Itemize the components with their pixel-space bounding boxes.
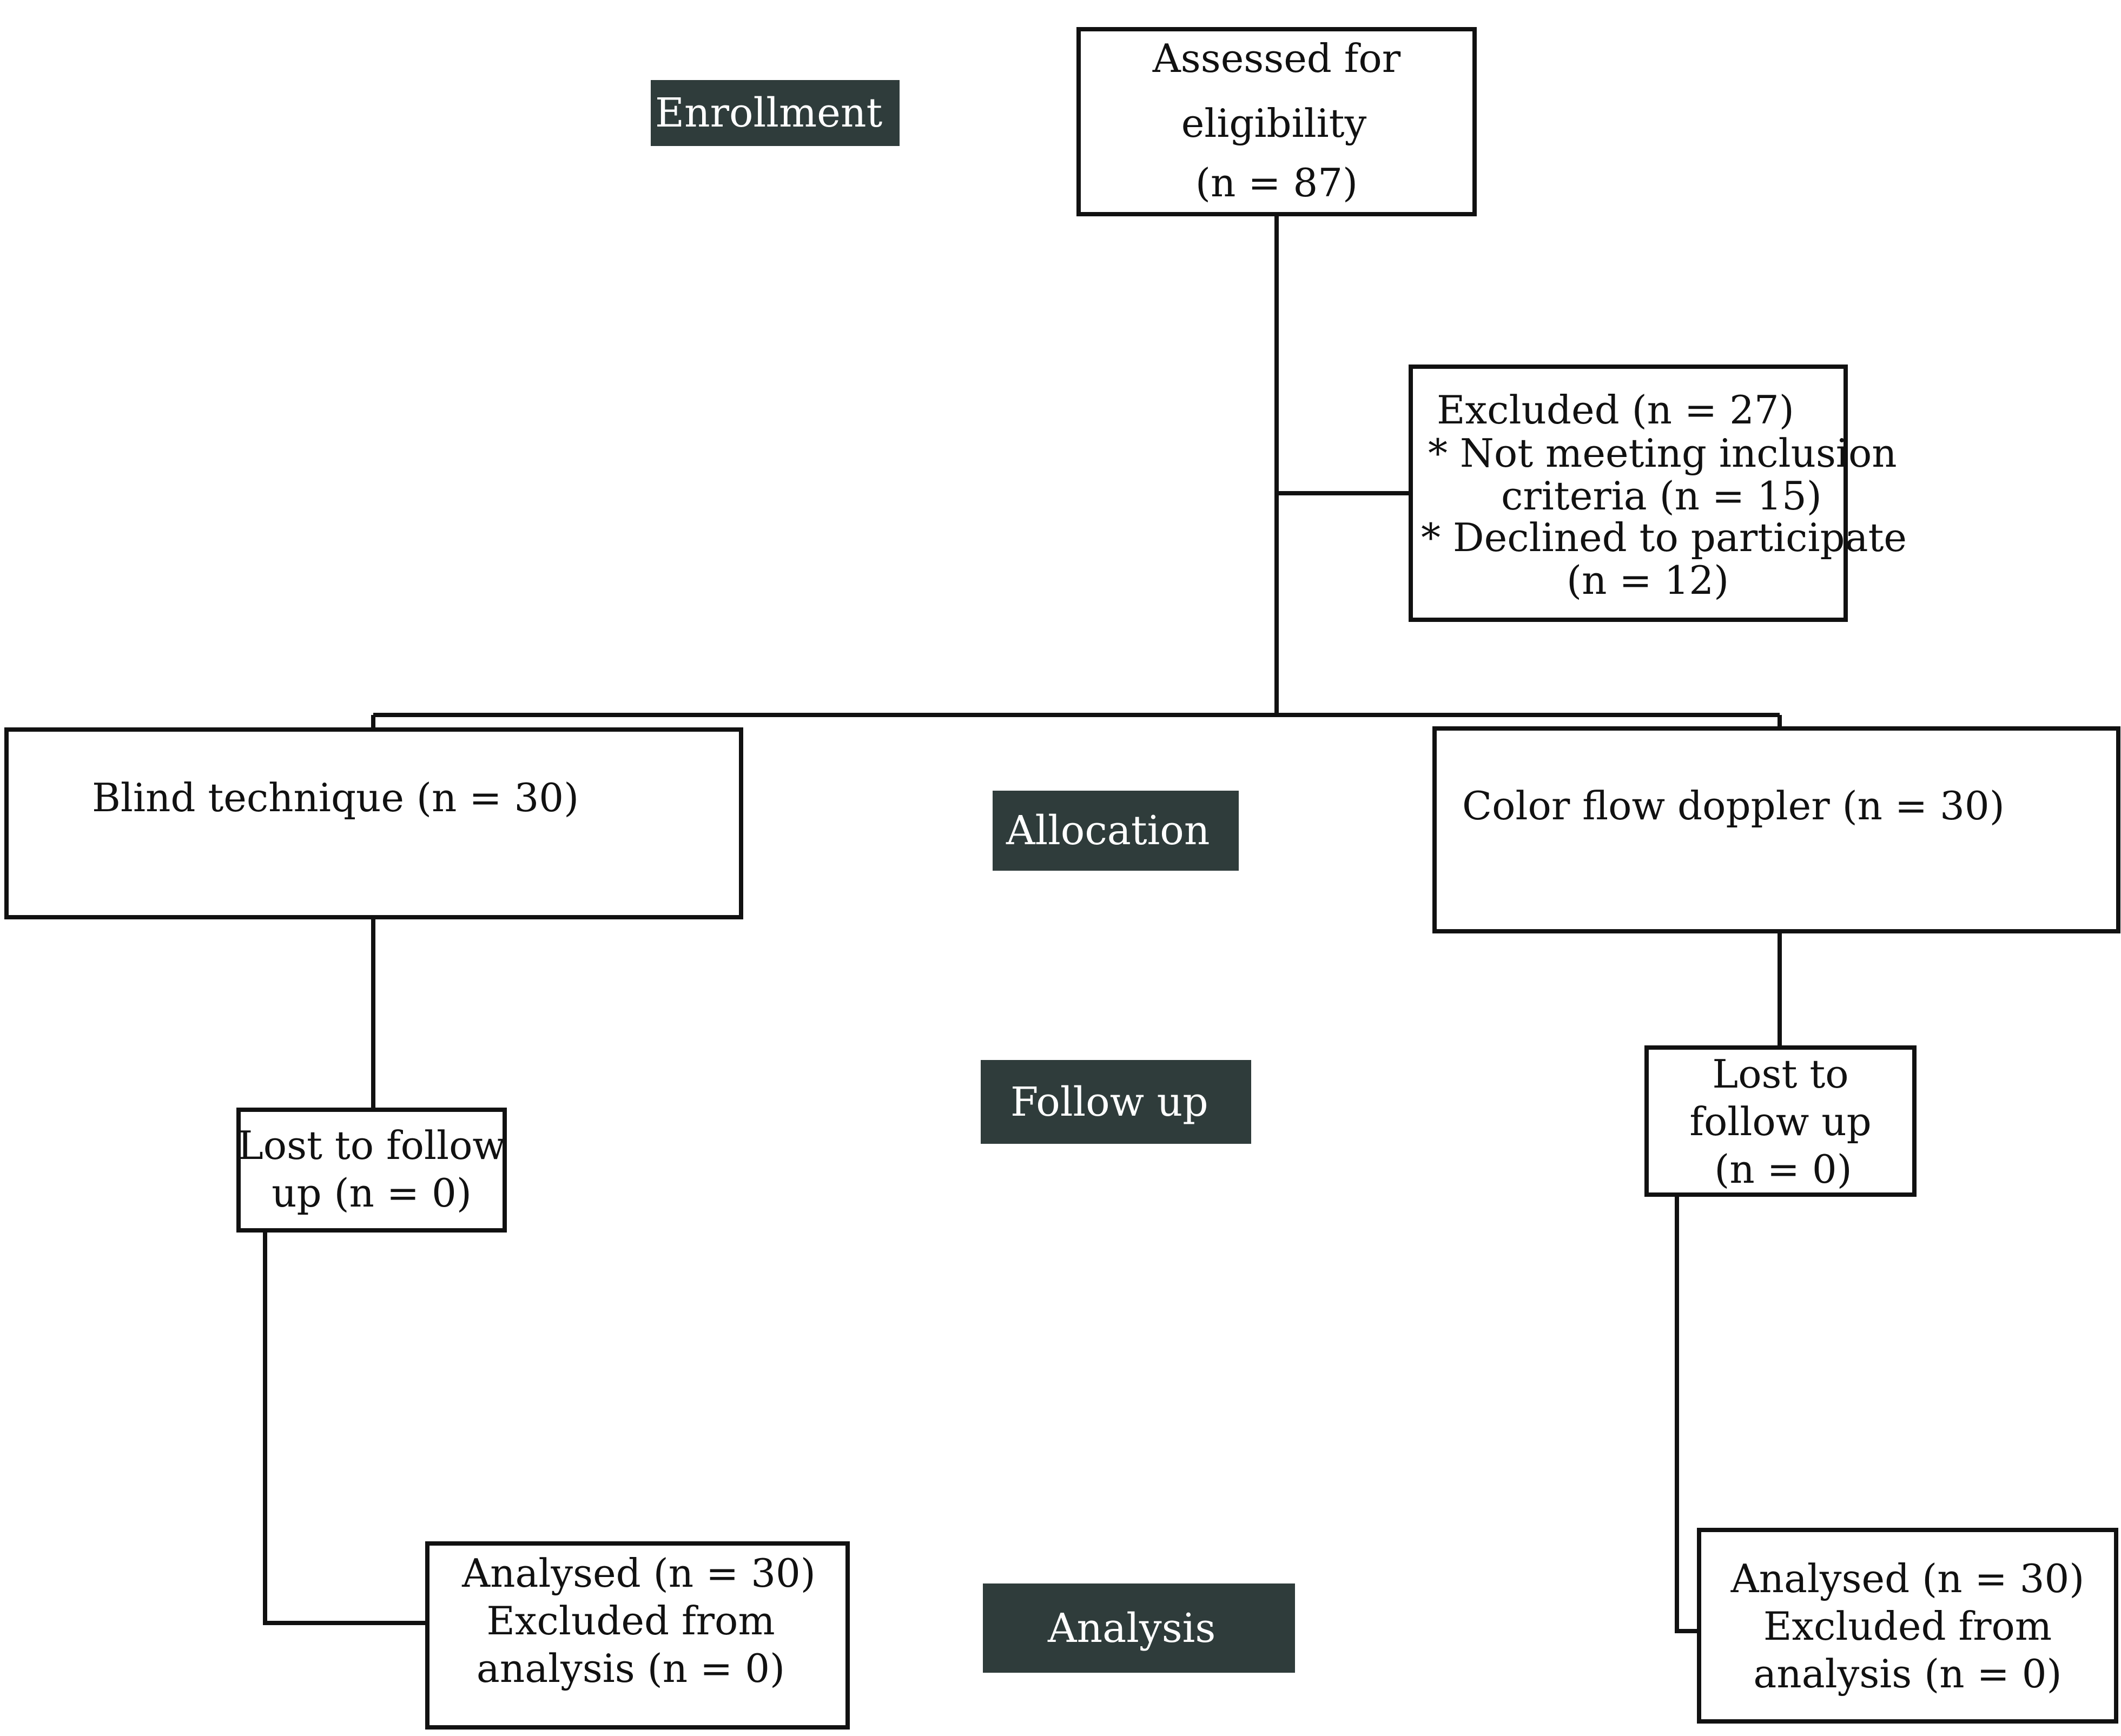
stage-label-enrollment: Enrollment [651, 80, 900, 146]
stage-label-enrollment-text: Enrollment [655, 90, 883, 136]
excluded-line-2: * Not meeting inclusion [1428, 430, 1897, 476]
left-analysed-line-2: Excluded from [486, 1598, 775, 1644]
blind-technique-box [4, 727, 743, 919]
right-analysed-line-1: Analysed (n = 30) [1730, 1556, 2085, 1601]
connector-left-to-analysis [263, 1231, 427, 1625]
connector-right-to-analysis [1675, 1197, 1700, 1633]
stage-label-follow-up: Follow up [981, 1060, 1251, 1144]
right-lost-line-1: Lost to [1712, 1051, 1849, 1097]
excluded-line-3: criteria (n = 15) [1501, 473, 1822, 519]
stage-label-allocation-text: Allocation [1006, 807, 1210, 854]
left-lost-line-2: up (n = 0) [272, 1170, 472, 1216]
right-analysed-line-2: Excluded from [1763, 1604, 2052, 1649]
excluded-box [1409, 365, 1848, 622]
left-analysed-line-3: analysis (n = 0) [476, 1646, 785, 1691]
stage-label-analysis: Analysis [983, 1583, 1295, 1673]
stage-label-follow-up-text: Follow up [1010, 1078, 1208, 1125]
left-analysed-box [425, 1541, 850, 1730]
assessed-line-2: eligibility [1181, 101, 1367, 146]
left-analysed-line-1: Analysed (n = 30) [462, 1551, 816, 1596]
color-flow-doppler-label: Color flow doppler (n = 30) [1462, 783, 2005, 829]
excluded-line-1: Excluded (n = 27) [1437, 387, 1794, 433]
left-lost-box [236, 1108, 507, 1233]
right-analysed-line-3: analysis (n = 0) [1753, 1651, 2062, 1697]
excluded-line-4: * Declined to participate [1421, 515, 1907, 560]
stage-label-allocation: Allocation [993, 791, 1239, 871]
excluded-line-5: (n = 12) [1567, 558, 1729, 603]
right-lost-box [1644, 1045, 1917, 1197]
assessed-box [1076, 27, 1477, 216]
right-lost-line-3: (n = 0) [1714, 1147, 1852, 1192]
blind-technique-label: Blind technique (n = 30) [92, 775, 579, 820]
assessed-line-1: Assessed for [1152, 36, 1401, 81]
assessed-line-3: (n = 87) [1195, 160, 1358, 206]
right-analysed-box [1697, 1528, 2118, 1724]
color-flow-doppler-box [1432, 726, 2120, 933]
right-lost-line-2: follow up [1689, 1099, 1872, 1144]
stage-label-analysis-text: Analysis [1048, 1605, 1216, 1652]
left-lost-line-1: Lost to follow [237, 1123, 506, 1168]
